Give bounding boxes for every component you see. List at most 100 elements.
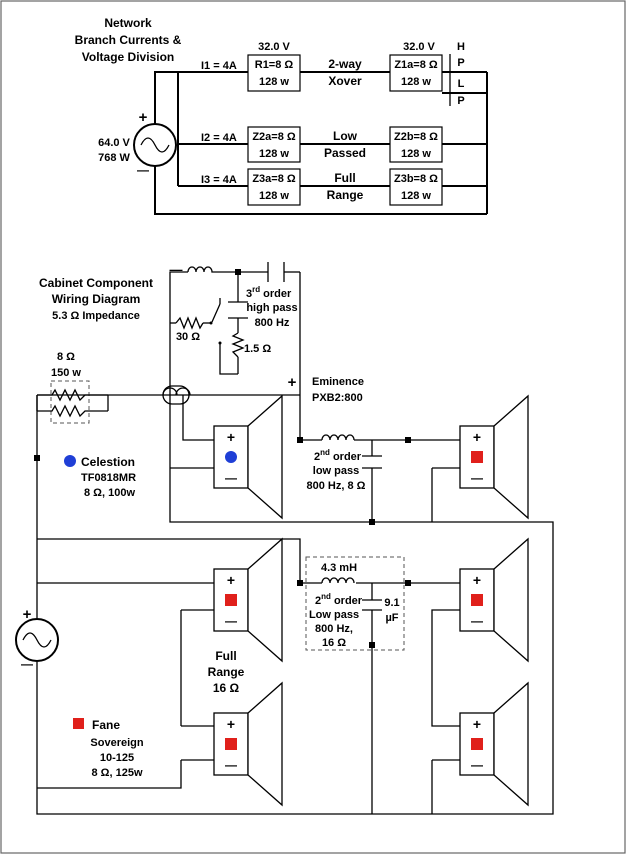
svg-text:64.0 V: 64.0 V <box>98 137 130 149</box>
svg-text:low pass: low pass <box>313 465 359 477</box>
svg-text:Cabinet Component: Cabinet Component <box>39 276 153 290</box>
full-range-label: Full Range 16 Ω <box>208 649 245 695</box>
speaker-full-range-lower: +— <box>213 681 283 807</box>
svg-text:Low pass: Low pass <box>309 609 359 621</box>
svg-text:Z1a=8 Ω: Z1a=8 Ω <box>394 59 438 71</box>
svg-text:H: H <box>457 41 465 53</box>
svg-text:128 w: 128 w <box>401 76 431 88</box>
svg-text:768 W: 768 W <box>98 152 130 164</box>
svg-text:—: — <box>21 657 33 671</box>
speaker-minus: — <box>225 758 237 772</box>
svg-text:800 Hz, 8 Ω: 800 Hz, 8 Ω <box>307 480 366 492</box>
woofer-legend-square <box>73 718 84 729</box>
svg-text:P: P <box>457 57 464 69</box>
box-z2a: Z2a=8 Ω 128 w <box>247 126 301 163</box>
speaker-plus: + <box>227 716 235 732</box>
speaker-marker <box>471 738 483 750</box>
svg-text:Range: Range <box>327 188 364 202</box>
svg-text:800 Hz,: 800 Hz, <box>315 623 353 635</box>
label-low-passed: Low Passed <box>324 129 366 160</box>
svg-text:Z3a=8 Ω: Z3a=8 Ω <box>252 173 296 185</box>
svg-text:Low: Low <box>333 129 358 143</box>
svg-text:16 Ω: 16 Ω <box>213 681 240 695</box>
box-z1a: Z1a=8 Ω 128 w <box>389 54 443 92</box>
fane-label: Fane Sovereign 10-125 8 Ω, 125w <box>73 718 144 779</box>
svg-text:P: P <box>457 95 464 107</box>
speaker-minus: — <box>225 471 237 485</box>
cabinet-ac-source: + — <box>15 606 59 671</box>
svg-text:Range: Range <box>208 665 245 679</box>
inductor-highpass: — <box>170 262 214 277</box>
label-full-range-top: Full Range <box>327 171 364 202</box>
box-z2b: Z2b=8 Ω 128 w <box>389 126 443 163</box>
speakers: +—+—+—+—+—+— <box>213 394 529 807</box>
eminence-label: + Eminence PXB2:800 <box>288 374 364 404</box>
svg-text:I1 = 4A: I1 = 4A <box>201 60 237 72</box>
speaker-minus: — <box>225 614 237 628</box>
svg-text:Full: Full <box>334 171 355 185</box>
speaker-marker <box>471 451 483 463</box>
svg-text:5.3 Ω Impedance: 5.3 Ω Impedance <box>52 310 140 322</box>
speaker-plus: + <box>227 572 235 588</box>
resistor-1-5-ohm: 1.5 Ω <box>231 332 271 358</box>
lowpass-8-ohm: 2nd order low pass 800 Hz, 8 Ω <box>307 434 382 492</box>
svg-text:Celestion: Celestion <box>81 455 135 469</box>
speaker-full-range-upper: +— <box>213 537 283 663</box>
svg-text:8 Ω: 8 Ω <box>57 351 75 363</box>
capacitor-highpass-series <box>267 262 285 282</box>
box-r1: R1=8 Ω 128 w <box>247 54 301 92</box>
svg-text:Sovereign: Sovereign <box>90 737 143 749</box>
resistor-30-ohm: 30 Ω <box>175 316 222 345</box>
svg-text:high pass: high pass <box>246 302 297 314</box>
speaker-lowpass16-upper: +— <box>459 537 529 663</box>
top-ac-source: + — 64.0 V 768 W <box>98 109 177 177</box>
svg-text:+: + <box>288 374 297 391</box>
svg-text:800 Hz: 800 Hz <box>255 317 290 329</box>
highpass-label: 3rd order high pass 800 Hz <box>246 285 298 329</box>
svg-text:Z2b=8 Ω: Z2b=8 Ω <box>394 131 438 143</box>
celestion-label: Celestion TF0818MR 8 Ω, 100w <box>64 455 136 499</box>
svg-text:2nd order: 2nd order <box>315 592 363 607</box>
speaker-marker <box>225 451 237 463</box>
svg-text:TF0818MR: TF0818MR <box>81 472 136 484</box>
svg-text:32.0 V: 32.0 V <box>403 41 435 53</box>
svg-text:R1=8 Ω: R1=8 Ω <box>255 59 294 71</box>
speaker-lowpass16-lower: +— <box>459 681 529 807</box>
svg-text:8 Ω, 100w: 8 Ω, 100w <box>84 487 135 499</box>
svg-text:Network: Network <box>104 16 152 30</box>
svg-text:Z3b=8 Ω: Z3b=8 Ω <box>394 173 438 185</box>
cabinet-title: Cabinet Component Wiring Diagram 5.3 Ω I… <box>39 276 153 322</box>
svg-text:+: + <box>139 109 148 126</box>
speaker-marker <box>471 594 483 606</box>
speaker-eminence-woofer: +— <box>459 394 529 520</box>
svg-text:I2 = 4A: I2 = 4A <box>201 132 237 144</box>
capacitor-highpass-shunt <box>228 301 248 319</box>
svg-text:1.5 Ω: 1.5 Ω <box>244 343 271 355</box>
svg-text:150 w: 150 w <box>51 367 81 379</box>
svg-text:Xover: Xover <box>328 74 362 88</box>
svg-text:I3 = 4A: I3 = 4A <box>201 174 237 186</box>
branch-voltage-labels: 32.0 V 32.0 V <box>258 41 435 53</box>
branch-current-labels: I1 = 4A I2 = 4A I3 = 4A <box>201 60 237 186</box>
lowpass-16-ohm: 4.3 mH 9.1 µF 2nd order Low pass 800 Hz,… <box>305 556 405 651</box>
svg-text:8 Ω, 125w: 8 Ω, 125w <box>91 767 142 779</box>
speaker-plus: + <box>473 429 481 445</box>
svg-text:2-way: 2-way <box>328 57 362 71</box>
svg-text:—: — <box>137 163 149 177</box>
svg-text:L: L <box>458 78 465 90</box>
svg-text:128 w: 128 w <box>259 76 289 88</box>
box-z3b: Z3b=8 Ω 128 w <box>389 168 443 206</box>
svg-text:4.3 mH: 4.3 mH <box>321 562 357 574</box>
label-2way-xover: 2-way Xover <box>328 57 362 88</box>
svg-text:16 Ω: 16 Ω <box>322 637 346 649</box>
box-z3a: Z3a=8 Ω 128 w <box>247 168 301 206</box>
speaker-marker <box>225 738 237 750</box>
svg-text:+: + <box>23 606 32 623</box>
speaker-minus: — <box>471 614 483 628</box>
speaker-minus: — <box>471 471 483 485</box>
svg-text:2nd order: 2nd order <box>314 448 362 463</box>
svg-text:128 w: 128 w <box>259 190 289 202</box>
svg-text:Z2a=8 Ω: Z2a=8 Ω <box>252 131 296 143</box>
